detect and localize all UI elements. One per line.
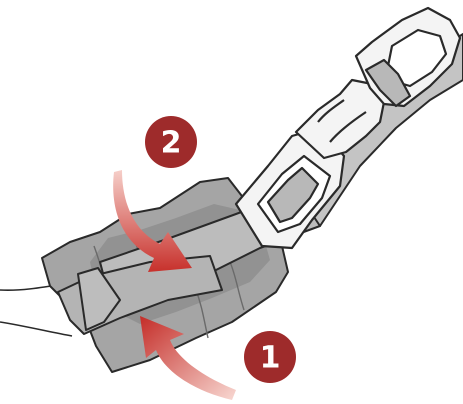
step-badge-icon: 1 (244, 331, 296, 383)
step-number-1: 1 (260, 341, 281, 376)
step-badge-icon: 2 (145, 116, 197, 168)
step-number-2: 2 (161, 126, 182, 161)
strap-buckle-icon (236, 8, 460, 248)
